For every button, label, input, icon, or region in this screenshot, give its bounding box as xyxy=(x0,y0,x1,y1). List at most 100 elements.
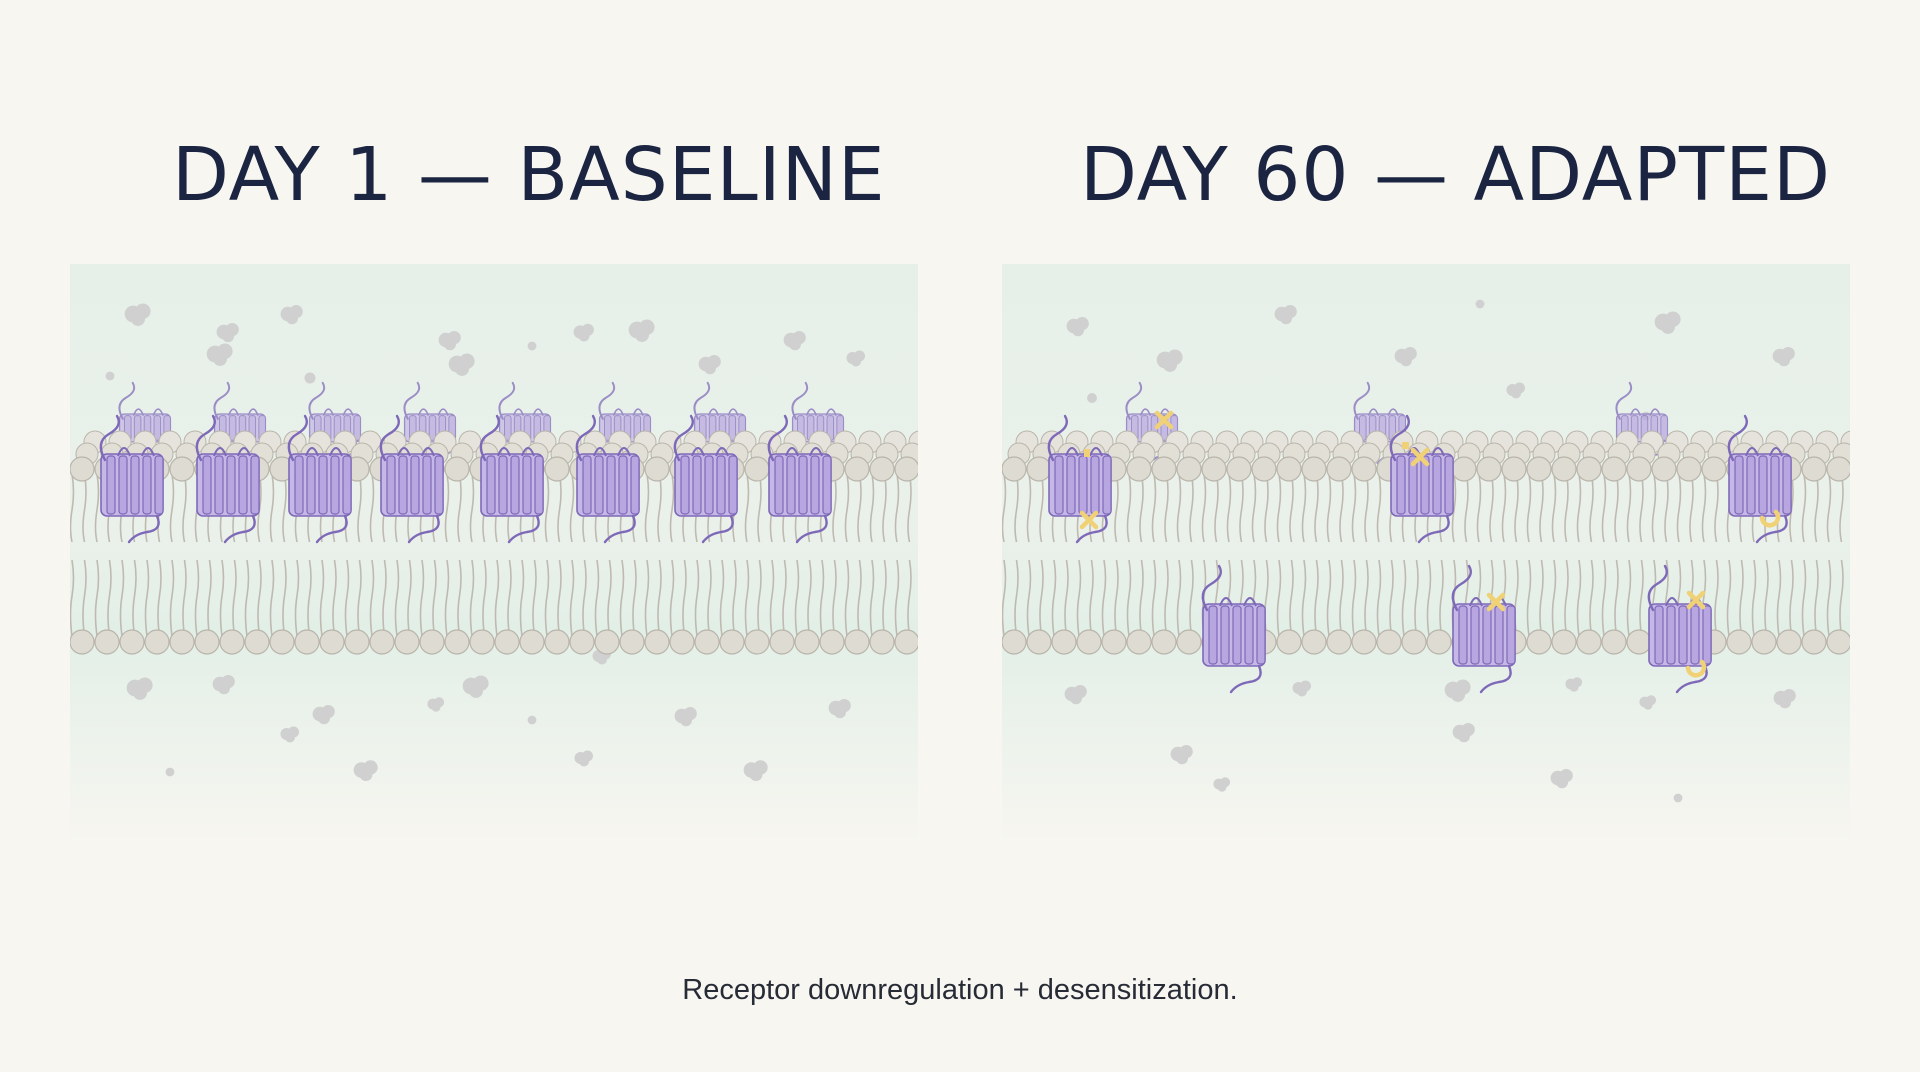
ligand-particle xyxy=(212,675,235,695)
phosphorylation-mark xyxy=(1154,410,1174,430)
lipid-head xyxy=(394,629,420,655)
lipid-head xyxy=(1051,629,1077,655)
lipid-head xyxy=(1301,456,1327,482)
lipid-head xyxy=(1201,456,1227,482)
lipid-head xyxy=(1002,456,1027,482)
ligand-particle xyxy=(1064,685,1087,705)
ligand-particle xyxy=(1156,349,1183,372)
lipid-head xyxy=(844,456,870,482)
ligand-particle xyxy=(1213,777,1231,792)
ligand-particle xyxy=(1394,347,1417,367)
lipid-head xyxy=(869,456,895,482)
lipid-head xyxy=(1151,629,1177,655)
phosphorylation-mark xyxy=(1486,592,1506,612)
lipid-head xyxy=(1551,629,1577,655)
ligand-particle xyxy=(124,303,151,326)
lipid-head xyxy=(444,629,470,655)
lipid-head xyxy=(1101,629,1127,655)
lipid-head xyxy=(219,629,245,655)
ligand-particle xyxy=(1673,793,1683,803)
caption: Receptor downregulation + desensitizatio… xyxy=(682,974,1238,1006)
ligand-particle xyxy=(312,705,335,725)
lipid-head xyxy=(1826,629,1850,655)
membrane-diagram-baseline xyxy=(70,264,918,852)
lipid-head xyxy=(94,629,120,655)
lipid-head xyxy=(894,456,918,482)
lipid-head xyxy=(294,629,320,655)
lipid-head xyxy=(644,629,670,655)
lipid-head xyxy=(1026,456,1052,482)
lipid-head xyxy=(544,629,570,655)
lipid-head xyxy=(1126,456,1152,482)
lipid-head xyxy=(1651,456,1677,482)
ligand-particle xyxy=(1506,382,1525,399)
phosphorylation-mark xyxy=(1079,510,1099,530)
lipid-head xyxy=(1826,456,1850,482)
ligand-particle xyxy=(165,767,175,777)
lipid-head xyxy=(1326,456,1352,482)
ligand-particle xyxy=(698,355,721,375)
ligand-particle xyxy=(1292,680,1311,697)
lipid-head xyxy=(1226,456,1252,482)
phosphorylation-mark xyxy=(1686,590,1706,610)
lipid-head xyxy=(1276,629,1302,655)
ligand-particle xyxy=(1066,317,1089,337)
extracellular-fluid xyxy=(1002,264,1850,852)
day1-title: DAY 1 — BASELINE xyxy=(172,132,886,218)
ligand-particle xyxy=(438,331,461,351)
lipid-head xyxy=(469,629,495,655)
lipid-head xyxy=(894,629,918,655)
ligand-particle xyxy=(628,319,655,342)
lipid-head xyxy=(1476,456,1502,482)
surface-receptor xyxy=(673,414,738,544)
lipid-head xyxy=(594,629,620,655)
ligand-particle xyxy=(462,675,489,698)
ligand-particle xyxy=(1550,769,1573,789)
lipid-head xyxy=(669,629,695,655)
ligand-particle xyxy=(743,760,768,782)
lipid-head xyxy=(1801,456,1827,482)
lipid-head xyxy=(70,456,95,482)
lipid-head xyxy=(1776,629,1802,655)
ligand-particle xyxy=(574,750,593,767)
background-receptor xyxy=(693,381,747,465)
lipid-head xyxy=(1501,456,1527,482)
lipid-head xyxy=(1751,629,1777,655)
ligand-particle xyxy=(1452,723,1475,743)
ligand-particle xyxy=(280,305,303,325)
ligand-particle xyxy=(846,350,865,367)
lipid-head xyxy=(194,629,220,655)
membrane-diagram-adapted xyxy=(1002,264,1850,852)
ligand-particle xyxy=(353,760,378,782)
lipid-head xyxy=(319,629,345,655)
lipid-head xyxy=(1626,456,1652,482)
lipid-head xyxy=(569,629,595,655)
lipid-head xyxy=(1002,629,1027,655)
lipid-head xyxy=(244,629,270,655)
ligand-particle xyxy=(527,715,537,725)
phospho-dot xyxy=(1084,449,1090,457)
panel-baseline xyxy=(70,264,918,852)
lipid-head xyxy=(619,629,645,655)
ligand-particle xyxy=(1444,679,1471,702)
ligand-particle xyxy=(1654,311,1681,334)
surface-receptor xyxy=(1047,414,1112,544)
lipid-head xyxy=(1526,629,1552,655)
lipid-head xyxy=(794,629,820,655)
internalized-receptor xyxy=(1647,564,1712,694)
lipid-head xyxy=(269,629,295,655)
lipid-head xyxy=(444,456,470,482)
lipid-head xyxy=(1176,629,1202,655)
surface-receptor xyxy=(99,414,164,544)
lipid-head xyxy=(694,629,720,655)
ligand-particle xyxy=(1087,393,1097,403)
surface-receptor xyxy=(379,414,444,544)
ligand-particle xyxy=(1475,299,1485,309)
internalized-receptor xyxy=(1201,564,1266,694)
lipid-head xyxy=(1676,456,1702,482)
ligand-particle xyxy=(1170,745,1193,765)
ligand-particle xyxy=(1639,695,1657,710)
ligand-particle xyxy=(783,331,806,351)
surface-receptor xyxy=(195,414,260,544)
surface-receptor xyxy=(1727,414,1792,544)
